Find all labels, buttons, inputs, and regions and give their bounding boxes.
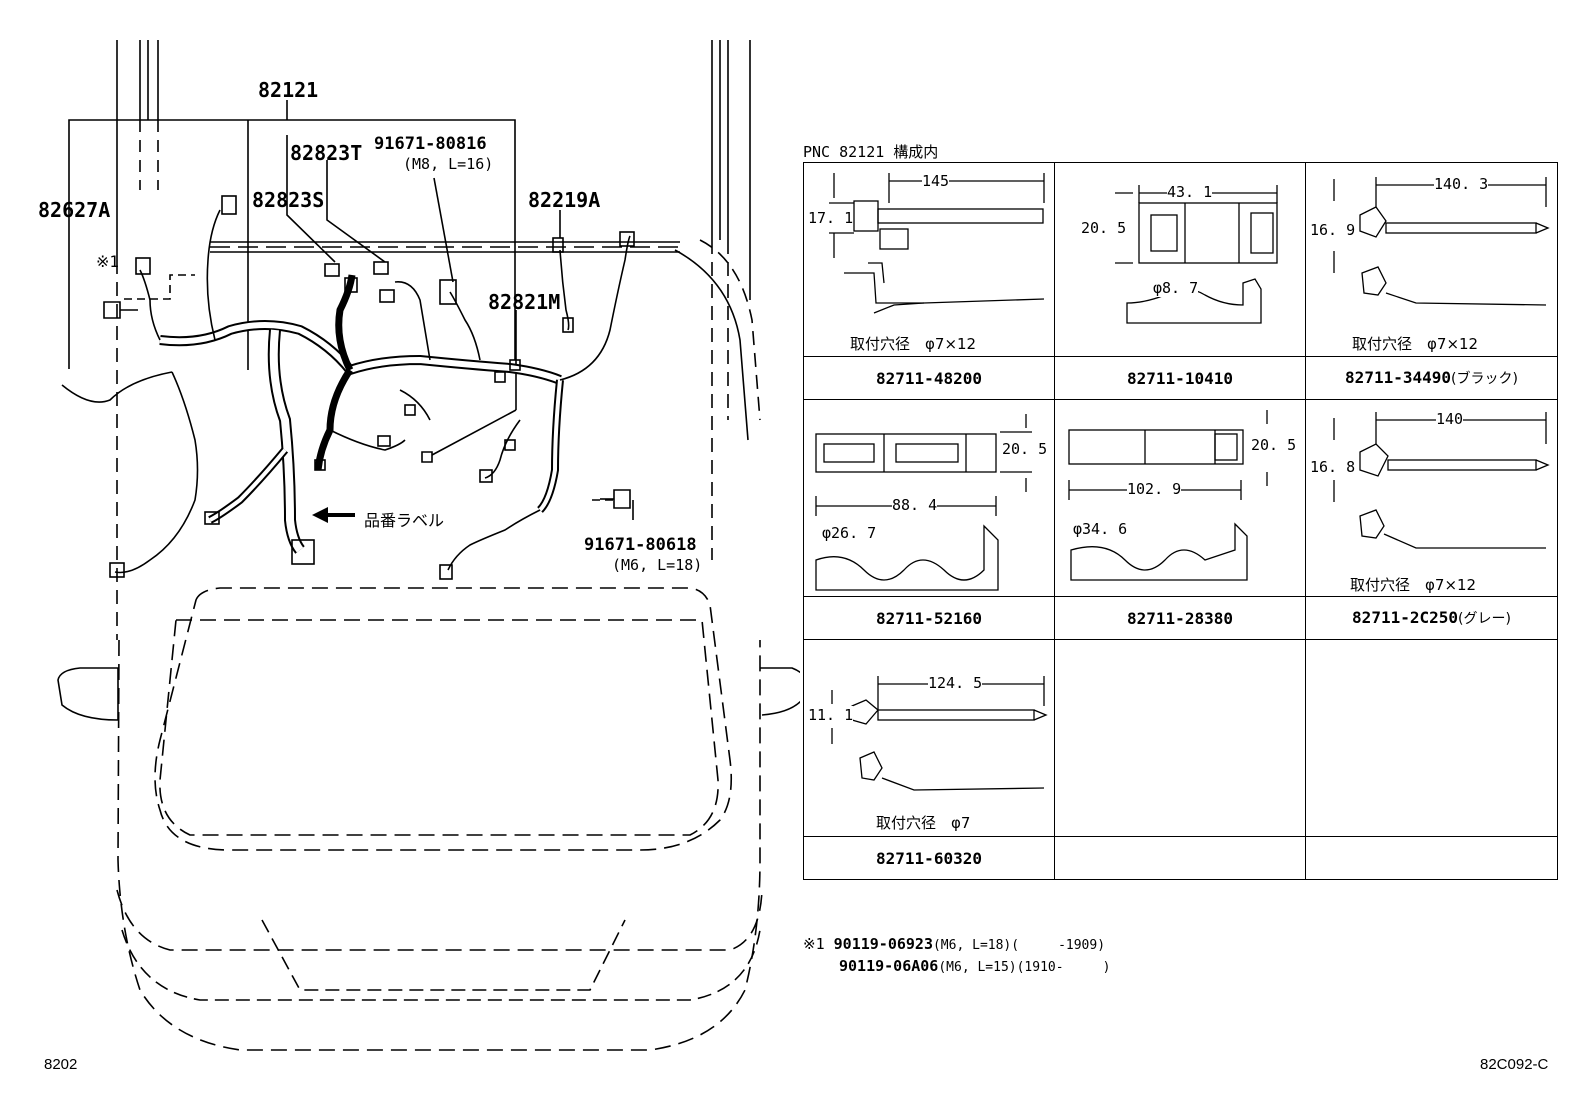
part-number-2C250: 82711-2C250(グレー) [1305, 596, 1558, 640]
part-number-60320: 82711-60320 [803, 836, 1055, 880]
part-number-label-tag: 品番ラベル [364, 511, 445, 530]
mounting-hole-size: 取付穴径 φ7×12 [1352, 335, 1479, 353]
label-82627A: 82627A [38, 198, 111, 222]
empty-cell [1305, 836, 1558, 880]
empty-cell [1305, 639, 1558, 837]
label-82219A: 82219A [528, 188, 601, 212]
dim-length: 88. 4 [892, 496, 938, 514]
label-82121: 82121 [258, 78, 319, 102]
dim-length: 124. 5 [928, 674, 983, 692]
dim-length: 43. 1 [1167, 183, 1213, 201]
dim-length: 145 [922, 172, 950, 190]
dim-height: 20. 5 [1081, 219, 1127, 237]
dim-height: 16. 8 [1310, 458, 1356, 476]
harness-drawing [57, 40, 809, 1051]
table-row: 20. 5 88. 4 φ26. 7 20. 5 102. 9 φ34. 6 [803, 399, 1558, 597]
table-row: 82711-48200 82711-10410 82711-34490(ブラック… [803, 356, 1558, 400]
label-91671-80816: 91671-80816 [374, 134, 487, 154]
dim-height: 20. 5 [1251, 436, 1297, 454]
empty-cell [1054, 836, 1306, 880]
label-82823T: 82823T [290, 141, 363, 165]
dim-height: 17. 1 [808, 209, 854, 227]
label-91671-80618-spec: (M6, L=18) [612, 556, 703, 574]
empty-cell [1054, 639, 1306, 837]
mounting-hole-size: 取付穴径 φ7×12 [850, 335, 977, 353]
dim-height: 20. 5 [1002, 440, 1048, 458]
table-row: 82711-60320 [803, 836, 1558, 880]
dim-length: 140. 3 [1434, 175, 1489, 193]
footnotes: ※1 90119-06923(M6, L=18)( -1909) 90119-0… [803, 934, 1110, 978]
clamp-cell-34490: 140. 3 16. 9 取付穴径 φ7×12 [1305, 162, 1558, 357]
clamp-cell-52160: 20. 5 88. 4 φ26. 7 [803, 399, 1055, 597]
footer-left-code: 8202 [44, 1056, 78, 1073]
clamp-cell-60320: 124. 5 11. 1 取付穴径 φ7 [803, 639, 1055, 837]
footer-right-code: 82C092-C [1480, 1056, 1549, 1073]
part-number-10410: 82711-10410 [1054, 356, 1306, 400]
table-row: 124. 5 11. 1 取付穴径 φ7 [803, 639, 1558, 837]
mounting-hole-size: 取付穴径 φ7 [876, 814, 971, 832]
dim-length: 102. 9 [1127, 480, 1182, 498]
part-number-28380: 82711-28380 [1054, 596, 1306, 640]
clamp-cell-48200: 145 17. 1 取付穴径 φ7×12 [803, 162, 1055, 357]
part-number-34490: 82711-34490(ブラック) [1305, 356, 1558, 400]
mounting-hole-size: 取付穴径 φ7×12 [1350, 576, 1477, 594]
label-82821M: 82821M [488, 290, 561, 314]
part-number-52160: 82711-52160 [803, 596, 1055, 640]
dim-diameter: φ8. 7 [1153, 279, 1199, 297]
note-mark-1: ※1 [96, 252, 120, 271]
label-82823S: 82823S [252, 188, 325, 212]
clamp-parts-table: 145 17. 1 取付穴径 φ7×12 43. 1 20. 5 φ8. 7 [803, 162, 1558, 880]
footnote-line: ※1 90119-06923(M6, L=18)( -1909) [803, 935, 1106, 953]
dim-diameter: φ34. 6 [1073, 520, 1128, 538]
clamp-cell-28380: 20. 5 102. 9 φ34. 6 [1054, 399, 1306, 597]
harness-diagram: 82121 82823T 91671-80816 (M8, L=16) 8262… [38, 40, 809, 1051]
table-row: 82711-52160 82711-28380 82711-2C250(グレー) [803, 596, 1558, 640]
table-row: 145 17. 1 取付穴径 φ7×12 43. 1 20. 5 φ8. 7 [803, 162, 1558, 357]
dim-height: 16. 9 [1310, 221, 1356, 239]
table-title: PNC 82121 構成内 [803, 143, 939, 161]
clamp-cell-2C250: 140 16. 8 取付穴径 φ7×12 [1305, 399, 1558, 597]
dim-length: 140 [1436, 410, 1464, 428]
clamp-cell-10410: 43. 1 20. 5 φ8. 7 [1054, 162, 1306, 357]
label-91671-80618: 91671-80618 [584, 535, 697, 555]
part-number-48200: 82711-48200 [803, 356, 1055, 400]
label-91671-80816-spec: (M8, L=16) [403, 155, 494, 173]
footnote-line: 90119-06A06(M6, L=15)(1910- ) [839, 957, 1111, 975]
dim-diameter: φ26. 7 [822, 524, 877, 542]
dim-height: 11. 1 [808, 706, 854, 724]
